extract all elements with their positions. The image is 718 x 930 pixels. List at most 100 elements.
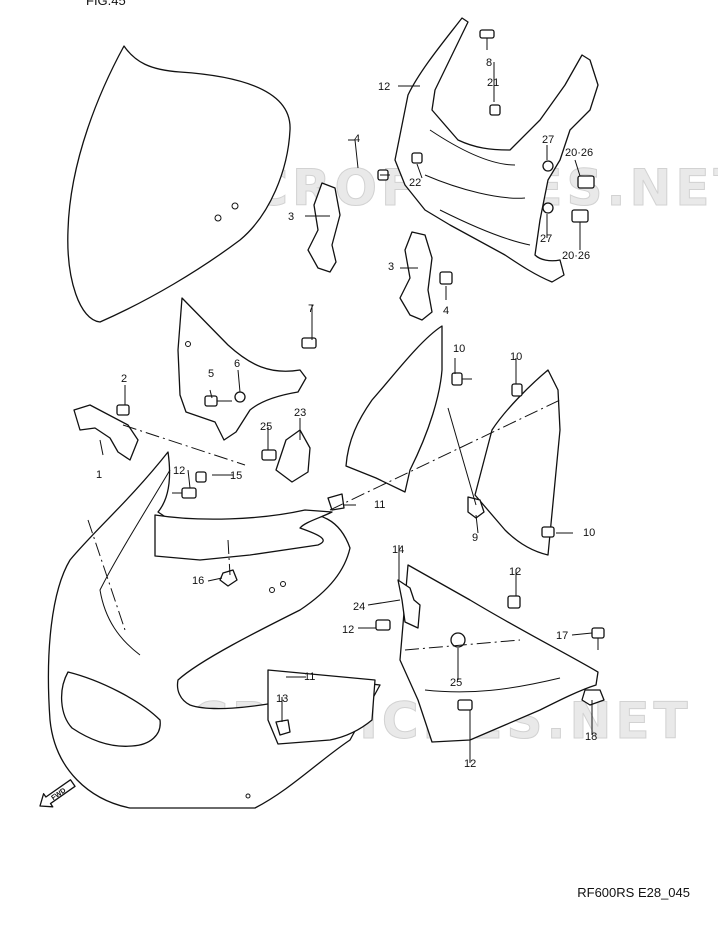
screw-12	[172, 487, 197, 499]
callout-12b: 12	[342, 624, 354, 636]
assembly-line	[329, 399, 561, 511]
callout-4: 4	[354, 133, 360, 145]
callout-20-26b: 20·26	[562, 250, 590, 262]
callout-27b: 27	[540, 233, 552, 245]
center-duct-panel	[345, 325, 443, 493]
callout-12c: 12	[509, 566, 521, 578]
figure-code: RF600RS E28_045	[577, 885, 690, 900]
screw-17	[591, 627, 605, 650]
callout-23: 23	[294, 407, 306, 419]
callout-7: 7	[308, 303, 314, 315]
callout-2: 2	[121, 373, 127, 385]
callout-8: 9	[472, 532, 478, 544]
washer-6	[234, 391, 246, 403]
clip-8	[467, 496, 485, 519]
callout-12: 12	[173, 465, 185, 477]
screw-10	[511, 383, 523, 397]
callout-11b: 11	[304, 671, 315, 683]
under-cowl	[399, 564, 599, 743]
windscreen	[67, 45, 291, 323]
bolt-20-26	[577, 175, 595, 189]
callout-5: 5	[208, 368, 214, 380]
callout-20-26: 20·26	[565, 147, 593, 159]
nut-16	[219, 569, 238, 587]
screw-25	[450, 632, 466, 648]
screw-4	[377, 169, 390, 181]
washer-27	[542, 160, 554, 172]
callout-11: 11	[374, 499, 385, 511]
assembly-line	[227, 539, 231, 576]
callout-9: 8	[486, 57, 492, 69]
callout-17: 17	[556, 630, 568, 642]
mount-bracket-1	[73, 404, 139, 461]
inner-cover-upper	[177, 297, 307, 441]
clip-13	[275, 719, 291, 736]
windscreen-bolt-hole	[214, 214, 222, 222]
cowl-hole	[280, 581, 286, 587]
bracket-23	[275, 429, 311, 483]
figure-title: FIG.45	[86, 0, 126, 8]
bracket-left	[307, 182, 341, 273]
screw-5	[204, 395, 232, 407]
svg-text:FWD: FWD	[50, 787, 67, 802]
callout-4b: 4	[443, 305, 449, 317]
screw-4	[439, 271, 453, 285]
screw-12	[457, 699, 473, 711]
bracket-right	[399, 231, 433, 321]
callout-25: 25	[260, 421, 272, 433]
screw-9	[479, 29, 495, 50]
callout-14: 14	[392, 544, 404, 556]
callout-10: 10	[453, 343, 465, 355]
callout-1: 1	[96, 469, 102, 481]
cover-hole	[185, 341, 191, 347]
assembly-line	[404, 639, 521, 651]
assembly-line	[122, 424, 246, 466]
callout-10c: 10	[583, 527, 595, 539]
fairing-stay	[394, 17, 599, 283]
screw-12	[507, 595, 521, 609]
washer-27	[542, 202, 554, 214]
windscreen-bolt-hole	[231, 202, 239, 210]
screw-2	[116, 404, 130, 416]
callout-21: 21	[487, 77, 499, 89]
callout-18: 18	[585, 731, 597, 743]
lower-side-cover	[267, 669, 376, 745]
cowl-hole	[245, 793, 251, 799]
screw-25	[261, 449, 277, 461]
callout-6: 6	[234, 358, 240, 370]
callout-16: 16	[192, 575, 204, 587]
nut-22	[411, 152, 423, 164]
right-side-panel	[474, 369, 561, 556]
side-fairing-panel	[154, 509, 333, 561]
nut-21	[489, 104, 501, 116]
stay-crossbars	[424, 129, 531, 246]
bracket-24	[397, 579, 421, 629]
cowl-hole	[269, 587, 275, 593]
callout-10b: 10	[510, 351, 522, 363]
callout-25b: 25	[450, 677, 462, 689]
callout-3: 3	[288, 211, 294, 223]
headlight-opening	[61, 671, 161, 747]
under-cowl-edge	[424, 677, 561, 693]
callout-3b: 3	[388, 261, 394, 273]
bolt-20-26	[571, 209, 589, 223]
fwd-arrow-icon: FWD	[39, 779, 76, 808]
callout-19: 12	[378, 81, 390, 93]
callout-22: 22	[409, 177, 421, 189]
screw-7	[301, 337, 317, 349]
callout-24: 24	[353, 601, 365, 613]
callout-12d: 12	[464, 758, 476, 770]
callout-13: 13	[276, 693, 288, 705]
clip-18	[581, 689, 605, 706]
assembly-line	[87, 519, 126, 631]
screw-15	[195, 471, 207, 483]
cowl-inner-edge	[99, 469, 171, 656]
nut-11	[327, 493, 345, 511]
callout-27: 27	[542, 134, 554, 146]
leader-lines	[99, 62, 593, 763]
screw-12	[375, 619, 391, 631]
screw-10	[451, 372, 472, 386]
screw-10	[541, 526, 555, 538]
callout-15: 15	[230, 470, 242, 482]
